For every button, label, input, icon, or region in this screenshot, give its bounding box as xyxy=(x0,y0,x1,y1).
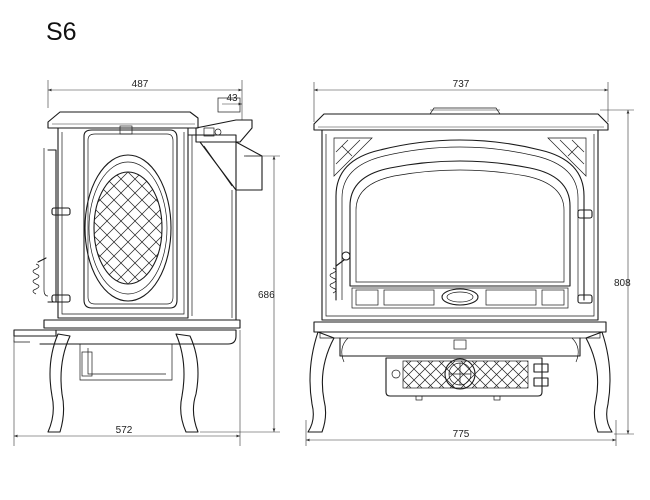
dim-front-width-top: 737 xyxy=(453,79,470,90)
dim-front-width-base: 775 xyxy=(453,429,470,440)
dim-flue-offset: 43 xyxy=(226,93,238,104)
model-title: S6 xyxy=(46,18,77,46)
coil-handle-icon xyxy=(32,257,47,295)
front-view xyxy=(307,107,613,433)
front-dimensions: 737 808 775 xyxy=(305,79,634,446)
front-coil-handle-icon xyxy=(329,259,345,294)
dim-front-height: 808 xyxy=(614,278,631,289)
dim-side-height: 686 xyxy=(258,290,275,301)
side-view xyxy=(13,97,263,433)
side-dimensions: 487 43 686 572 xyxy=(13,79,280,446)
dim-side-depth-top: 487 xyxy=(132,79,149,90)
dim-side-depth-base: 572 xyxy=(116,425,133,436)
